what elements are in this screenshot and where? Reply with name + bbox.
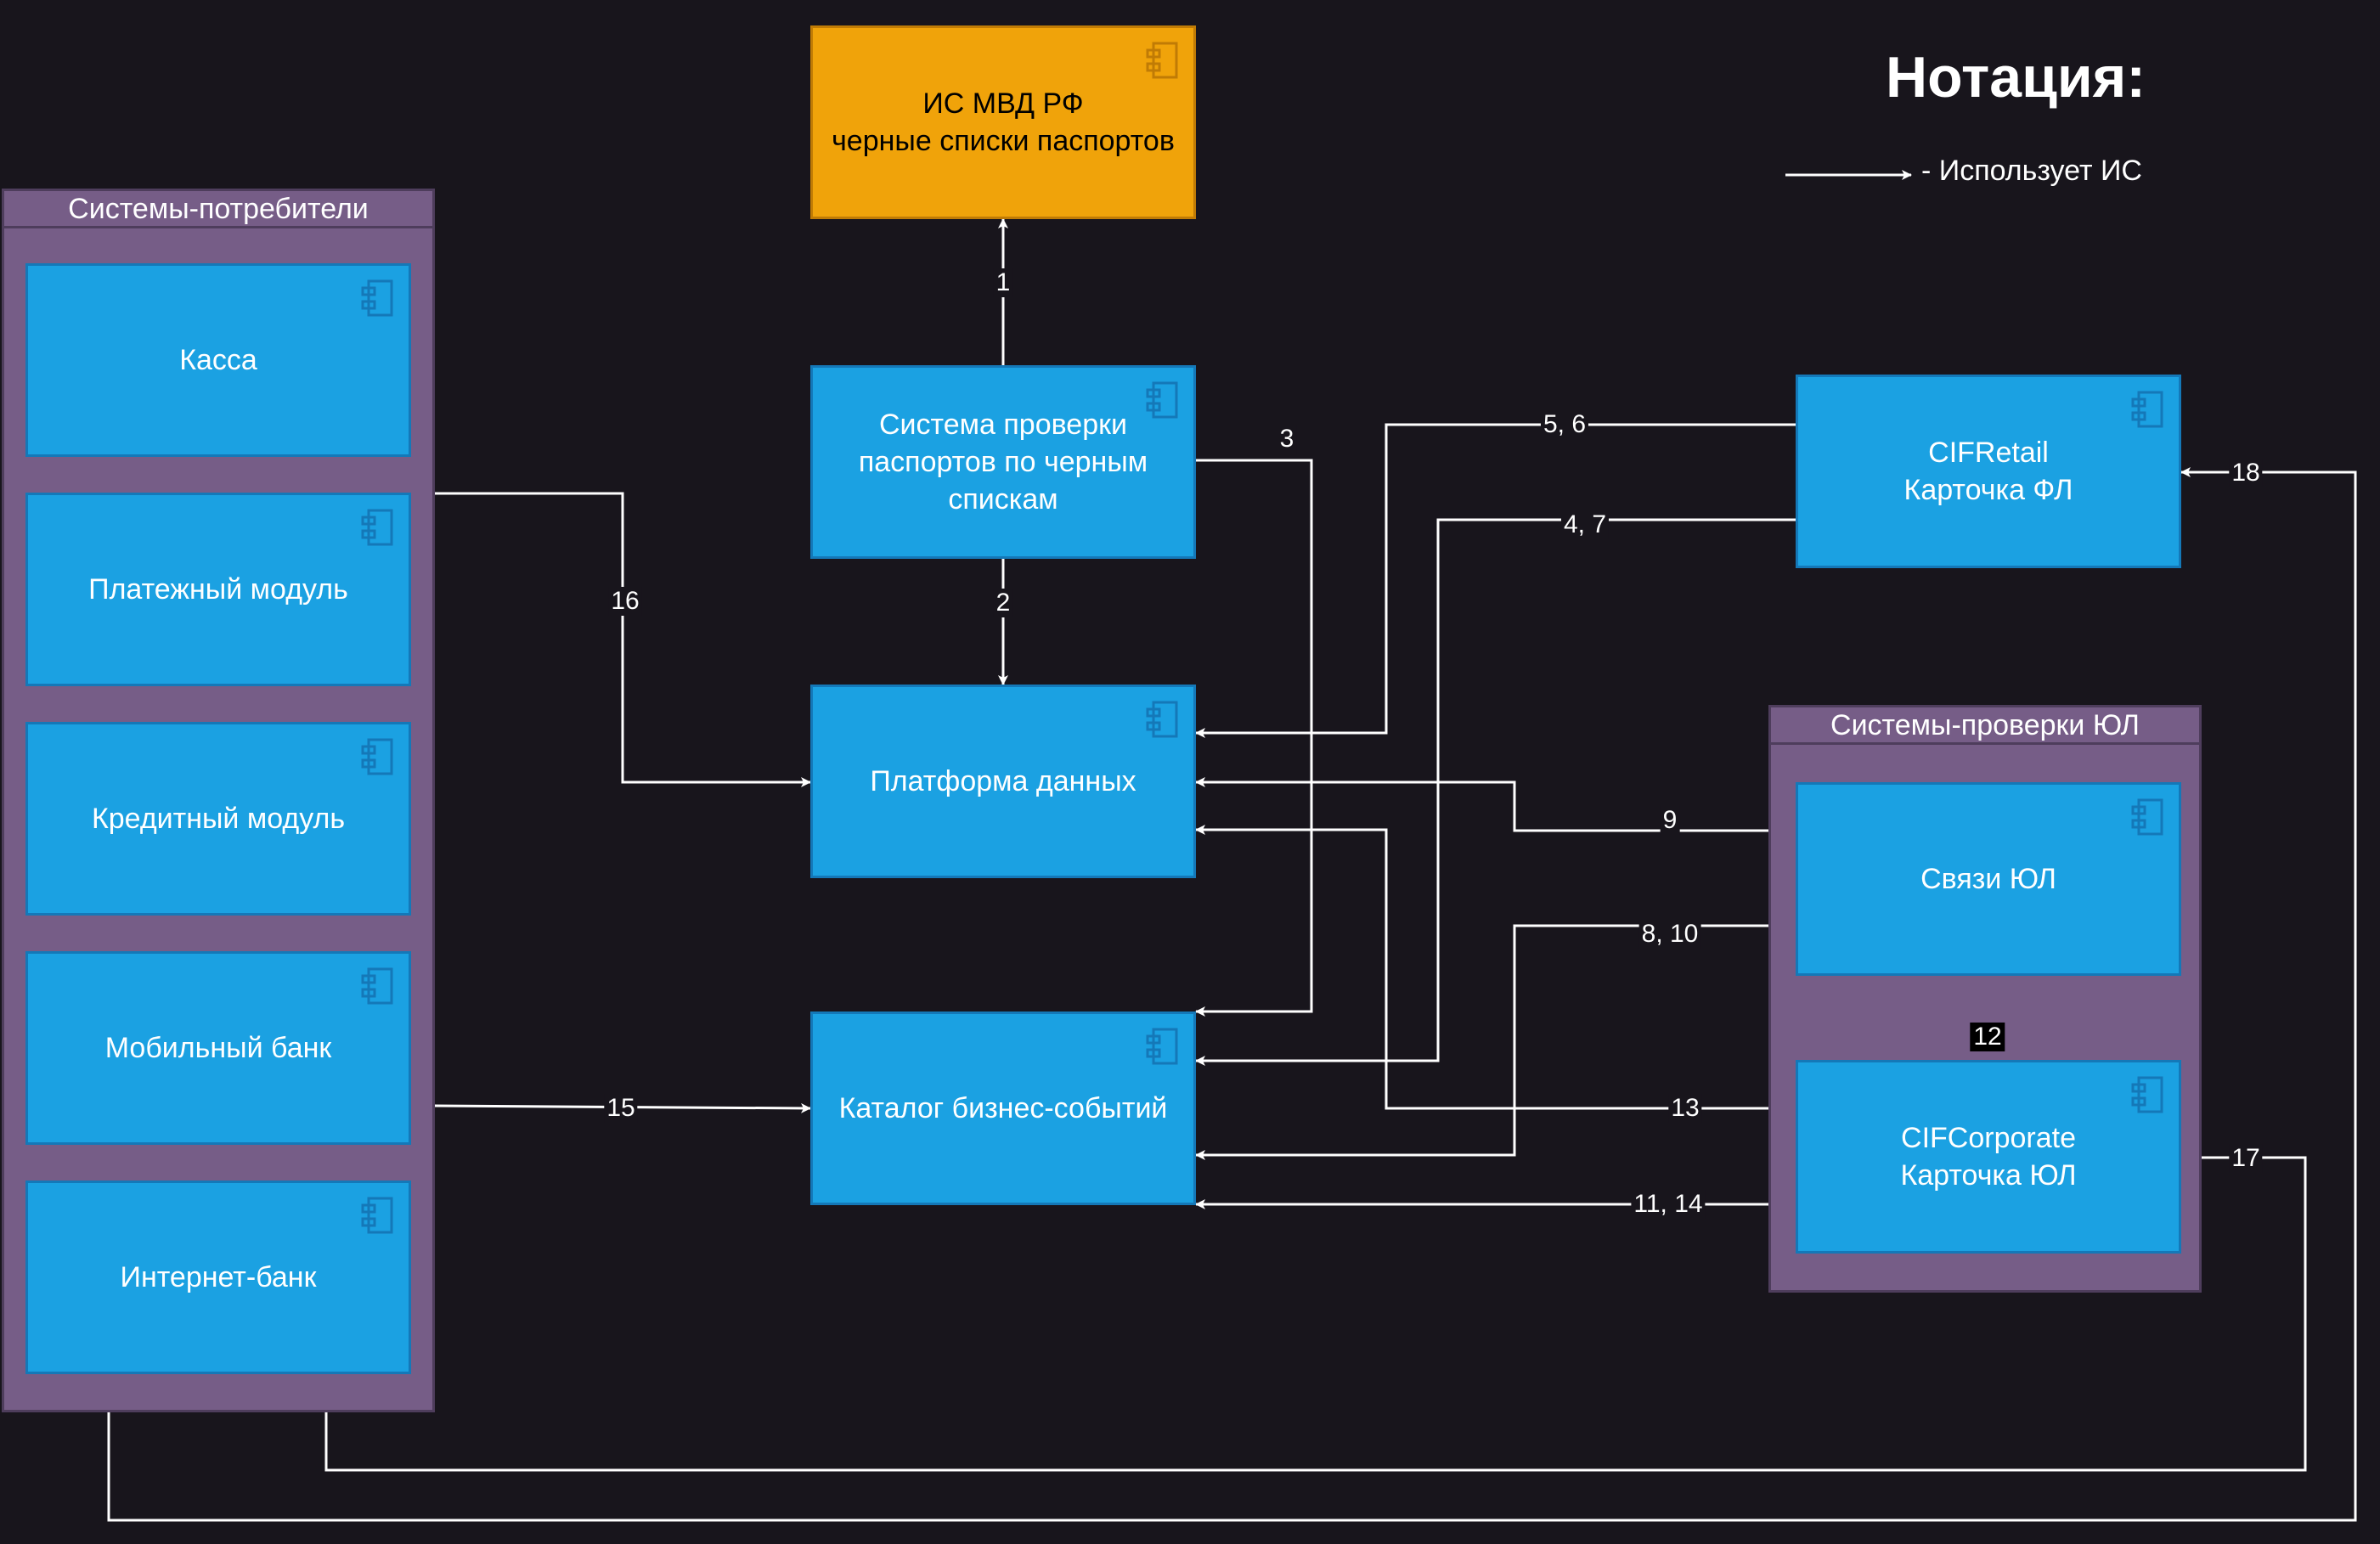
component-icon bbox=[1146, 1028, 1178, 1065]
edge-16 bbox=[435, 492, 811, 787]
mobile-bank-title: Мобильный банк bbox=[104, 1032, 332, 1064]
passport-check-line3: спискам bbox=[948, 483, 1058, 516]
cif-corporate-title: CIFCorporate bbox=[1901, 1122, 2076, 1154]
passport-check-line2: паспортов по черным bbox=[858, 446, 1148, 478]
component-icon bbox=[1146, 42, 1178, 79]
edge-label-16: 16 bbox=[608, 587, 642, 616]
edge-label-1: 1 bbox=[993, 268, 1013, 297]
edge-label-5-6: 5, 6 bbox=[1540, 410, 1589, 439]
edge-label-9: 9 bbox=[1660, 806, 1680, 835]
component-icon bbox=[2131, 798, 2163, 836]
data-platform[interactable]: Платформа данных bbox=[810, 685, 1196, 878]
edge-label-15: 15 bbox=[604, 1094, 638, 1123]
payment-module[interactable]: Платежный модуль bbox=[25, 493, 411, 686]
cif-corporate[interactable]: CIFCorporate Карточка ЮЛ bbox=[1796, 1060, 2181, 1254]
component-icon bbox=[2131, 1076, 2163, 1113]
kassa[interactable]: Касса bbox=[25, 263, 411, 457]
mobile-bank[interactable]: Мобильный банк bbox=[25, 951, 411, 1145]
legal-links[interactable]: Связи ЮЛ bbox=[1796, 782, 2181, 976]
edge-label-8-10: 8, 10 bbox=[1638, 920, 1701, 949]
edge-3 bbox=[1195, 459, 1313, 1017]
edge-18 bbox=[107, 467, 2357, 1522]
edge-label-13: 13 bbox=[1668, 1094, 1702, 1123]
cif-retail-title: CIFRetail bbox=[1928, 437, 2049, 469]
edge-label-18: 18 bbox=[2229, 459, 2263, 487]
notation-uses-text: - Использует ИС bbox=[1921, 155, 2142, 187]
event-catalog-title: Каталог бизнес-событий bbox=[838, 1092, 1168, 1124]
payment-module-title: Платежный модуль bbox=[88, 573, 348, 606]
edge-label-11-14: 11, 14 bbox=[1631, 1190, 1706, 1219]
internet-bank-title: Интернет-банк bbox=[120, 1261, 317, 1293]
kassa-title: Касса bbox=[179, 344, 257, 376]
legal-links-title: Связи ЮЛ bbox=[1920, 863, 2056, 895]
mvd-system-title: ИС МВД РФ bbox=[922, 87, 1084, 120]
data-platform-title: Платформа данных bbox=[870, 765, 1136, 797]
edge-4-7 bbox=[1195, 518, 1796, 1066]
component-icon bbox=[2131, 391, 2163, 428]
component-icon bbox=[361, 509, 393, 546]
mvd-system-subtitle: черные списки паспортов bbox=[832, 125, 1175, 157]
edge-label-17: 17 bbox=[2229, 1144, 2263, 1173]
component-icon bbox=[361, 279, 393, 317]
edge-5-6 bbox=[1195, 423, 1796, 738]
consumers-group-title: Системы-потребители bbox=[4, 191, 432, 228]
component-icon bbox=[361, 1197, 393, 1234]
component-icon bbox=[361, 967, 393, 1005]
notation-title: Нотация: bbox=[1886, 45, 2146, 110]
cif-retail[interactable]: CIFRetail Карточка ФЛ bbox=[1796, 375, 2181, 568]
edge-8-10 bbox=[1195, 924, 1796, 1160]
passport-check-system[interactable]: Система проверки паспортов по черным спи… bbox=[810, 365, 1196, 559]
passport-check-line1: Система проверки bbox=[879, 409, 1127, 441]
cif-corporate-subtitle: Карточка ЮЛ bbox=[1900, 1159, 2077, 1192]
credit-module-title: Кредитный модуль bbox=[91, 803, 346, 835]
internet-bank[interactable]: Интернет-банк bbox=[25, 1181, 411, 1374]
component-icon bbox=[1146, 381, 1178, 419]
edge-label-4-7: 4, 7 bbox=[1560, 510, 1610, 539]
legal-check-group-title: Системы-проверки ЮЛ bbox=[1771, 707, 2199, 745]
edge-17 bbox=[324, 1152, 2307, 1472]
edge-label-12: 12 bbox=[1970, 1023, 2005, 1051]
credit-module[interactable]: Кредитный модуль bbox=[25, 722, 411, 916]
edge-9 bbox=[1195, 777, 1796, 832]
edge-label-3: 3 bbox=[1277, 425, 1297, 454]
edge-13 bbox=[1195, 825, 1796, 1110]
event-catalog[interactable]: Каталог бизнес-событий bbox=[810, 1011, 1196, 1205]
component-icon bbox=[361, 738, 393, 775]
cif-retail-subtitle: Карточка ФЛ bbox=[1903, 474, 2073, 506]
edge-label-2: 2 bbox=[993, 589, 1013, 617]
mvd-system[interactable]: ИС МВД РФ черные списки паспортов bbox=[810, 25, 1196, 219]
component-icon bbox=[1146, 701, 1178, 738]
